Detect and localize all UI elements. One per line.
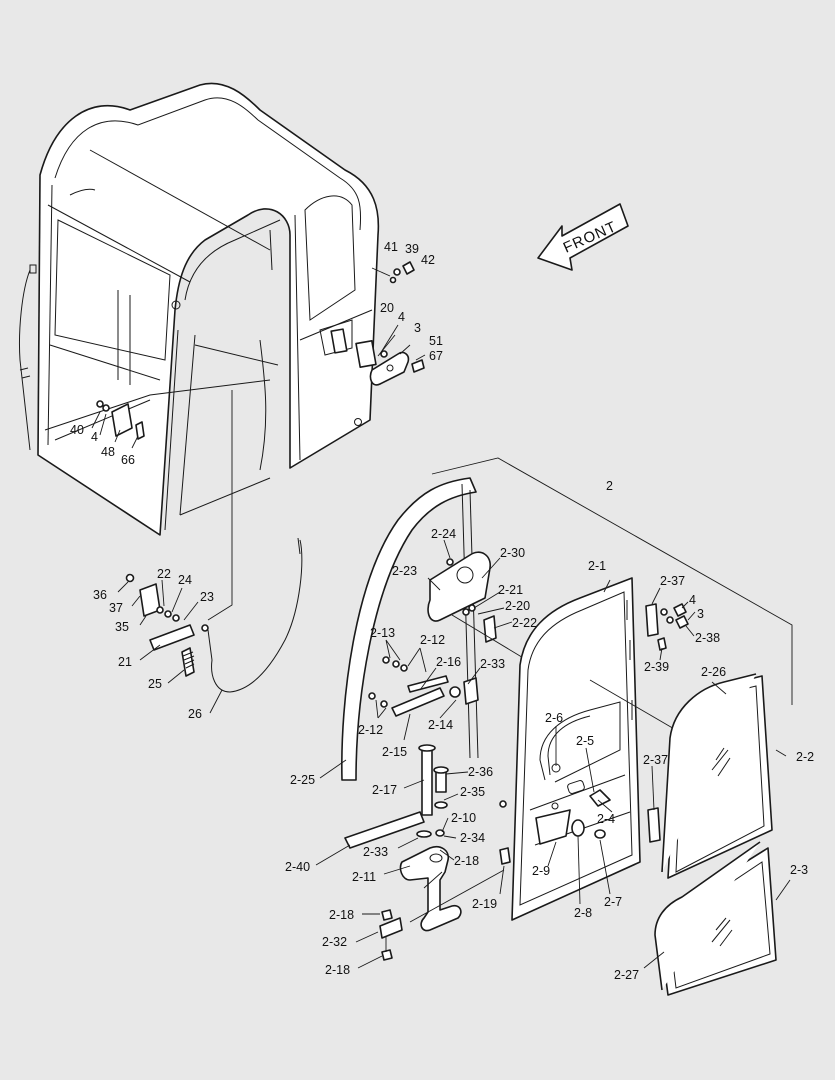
callout-37: 37 <box>109 601 123 615</box>
callout-20: 20 <box>380 301 394 315</box>
callout-2-17: 2-17 <box>372 783 397 797</box>
rear-bracket-hardware <box>91 400 145 449</box>
callout-2-3: 2-3 <box>790 863 808 877</box>
callout-2-2: 2-2 <box>796 750 814 764</box>
callout-2-12b: 2-12 <box>358 723 383 737</box>
callout-2-37b: 2-37 <box>643 753 668 767</box>
callout-2-10: 2-10 <box>451 811 476 825</box>
callout-26: 26 <box>188 707 202 721</box>
group-2-bracket <box>431 457 793 705</box>
callout-41: 41 <box>384 240 398 254</box>
callout-2-5: 2-5 <box>576 734 594 748</box>
callout-2-14: 2-14 <box>428 718 453 732</box>
callout-2-1: 2-1 <box>588 559 606 573</box>
callout-2-35: 2-35 <box>460 785 485 799</box>
callout-42: 42 <box>421 253 435 267</box>
callout-2-18b: 2-18 <box>329 908 354 922</box>
door-seal-2-25 <box>341 477 479 849</box>
lock-plate-hardware <box>330 261 426 386</box>
callout-4b: 4 <box>91 430 98 444</box>
cab-frame <box>19 82 380 536</box>
callout-22: 22 <box>157 567 171 581</box>
door-cable-assembly <box>117 390 303 714</box>
callout-2-16: 2-16 <box>436 655 461 669</box>
lower-glass-2-27 <box>654 841 777 996</box>
callout-2-26: 2-26 <box>701 665 726 679</box>
callout-40: 40 <box>70 423 84 437</box>
callout-2-22: 2-22 <box>512 616 537 630</box>
hinge-hardware <box>651 587 696 661</box>
callout-2-21: 2-21 <box>498 583 523 597</box>
cab-door-2-1 <box>511 577 677 921</box>
upper-glass-2-26 <box>661 673 773 879</box>
callout-labels: 41 39 42 20 4 3 51 67 40 4 48 66 2 36 37… <box>70 240 814 982</box>
callout-2-24: 2-24 <box>431 527 456 541</box>
callout-2-38: 2-38 <box>695 631 720 645</box>
callout-2-40: 2-40 <box>285 860 310 874</box>
latch-rod-parts <box>368 656 511 961</box>
callout-2-33b: 2-33 <box>363 845 388 859</box>
callout-2-19: 2-19 <box>472 897 497 911</box>
callout-2-39: 2-39 <box>644 660 669 674</box>
callout-2-27: 2-27 <box>614 968 639 982</box>
leader-lines <box>315 539 791 969</box>
callout-4c: 4 <box>689 593 696 607</box>
callout-2: 2 <box>606 479 613 493</box>
callout-2-32: 2-32 <box>322 935 347 949</box>
callout-25: 25 <box>148 677 162 691</box>
callout-2-30: 2-30 <box>500 546 525 560</box>
callout-51: 51 <box>429 334 443 348</box>
callout-2-4: 2-4 <box>597 812 615 826</box>
callout-24: 24 <box>178 573 192 587</box>
callout-3: 3 <box>414 321 421 335</box>
callout-21: 21 <box>118 655 132 669</box>
callout-23: 23 <box>200 590 214 604</box>
callout-2-25: 2-25 <box>290 773 315 787</box>
callout-39: 39 <box>405 242 419 256</box>
callout-2-20: 2-20 <box>505 599 530 613</box>
callout-2-6: 2-6 <box>545 711 563 725</box>
callout-2-7: 2-7 <box>604 895 622 909</box>
callout-2-23: 2-23 <box>392 564 417 578</box>
front-direction-arrow: FRONT <box>537 203 629 271</box>
callout-48: 48 <box>101 445 115 459</box>
callout-2-18a: 2-18 <box>454 854 479 868</box>
callout-2-11: 2-11 <box>352 870 376 884</box>
callout-2-18c: 2-18 <box>325 963 350 977</box>
callout-2-34: 2-34 <box>460 831 485 845</box>
callout-36: 36 <box>93 588 107 602</box>
callout-35: 35 <box>115 620 129 634</box>
callout-2-12a: 2-12 <box>420 633 445 647</box>
callout-2-13: 2-13 <box>370 626 395 640</box>
callout-66: 66 <box>121 453 135 467</box>
callout-3c: 3 <box>697 607 704 621</box>
door-lock-bracket <box>427 551 541 669</box>
callout-4: 4 <box>398 310 405 324</box>
callout-67: 67 <box>429 349 443 363</box>
callout-2-15: 2-15 <box>382 745 407 759</box>
callout-2-37a: 2-37 <box>660 574 685 588</box>
callout-2-8: 2-8 <box>574 906 592 920</box>
callout-2-9: 2-9 <box>532 864 550 878</box>
callout-2-33a: 2-33 <box>480 657 505 671</box>
callout-2-36: 2-36 <box>468 765 493 779</box>
